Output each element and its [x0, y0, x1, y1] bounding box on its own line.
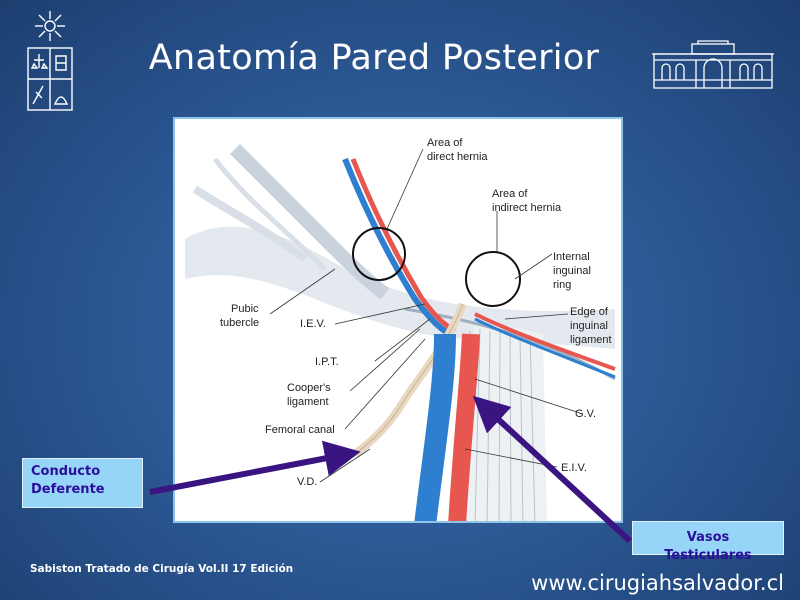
label-pubic-1: Pubic — [231, 303, 259, 315]
label-edge-1: Edge of — [570, 306, 609, 318]
anatomy-illustration: Area of direct hernia Area of indirect h… — [185, 137, 616, 521]
label-ipt: I.P.T. — [315, 356, 339, 368]
label-edge-3: ligament — [570, 334, 612, 346]
label-coopers-1: Cooper's — [287, 382, 331, 394]
website-url: www.cirugiahsalvador.cl — [531, 571, 784, 595]
callout-left-line1: Conducto — [31, 464, 101, 479]
label-eiv: E.I.V. — [561, 462, 587, 474]
label-area-direct-1: Area of — [427, 137, 463, 149]
university-crest-icon — [27, 11, 73, 111]
label-internal-ring-1: Internal — [553, 251, 590, 263]
callout-vasos-testiculares: Vasos Testiculares — [632, 521, 784, 563]
label-area-direct-2: direct hernia — [427, 151, 488, 163]
label-internal-ring-3: ring — [553, 279, 571, 291]
hospital-building-icon — [652, 40, 774, 89]
callout-right-line2: Testiculares — [664, 548, 752, 563]
direct-hernia-circle — [352, 227, 406, 281]
callout-conducto-deferente: Conducto Deferente — [22, 458, 143, 508]
source-citation: Sabiston Tratado de Cirugía Vol.II 17 Ed… — [30, 563, 294, 575]
label-coopers-2: ligament — [287, 396, 329, 408]
callout-left-line2: Deferente — [31, 482, 105, 497]
indirect-hernia-circle — [465, 251, 521, 307]
label-femoral: Femoral canal — [265, 424, 335, 436]
label-internal-ring-2: inguinal — [553, 265, 591, 277]
label-area-indirect-1: Area of — [492, 188, 528, 200]
label-gv: G.V. — [575, 408, 596, 420]
label-area-indirect-2: indirect hernia — [492, 202, 562, 214]
label-iev: I.E.V. — [300, 318, 326, 330]
anatomy-figure: Area of direct hernia Area of indirect h… — [173, 117, 623, 523]
label-vd: V.D. — [297, 476, 317, 488]
slide-title: Anatomía Pared Posterior — [148, 38, 600, 78]
label-edge-2: inguinal — [570, 320, 608, 332]
label-pubic-2: tubercle — [220, 317, 259, 329]
callout-right-line1: Vasos — [686, 530, 730, 545]
